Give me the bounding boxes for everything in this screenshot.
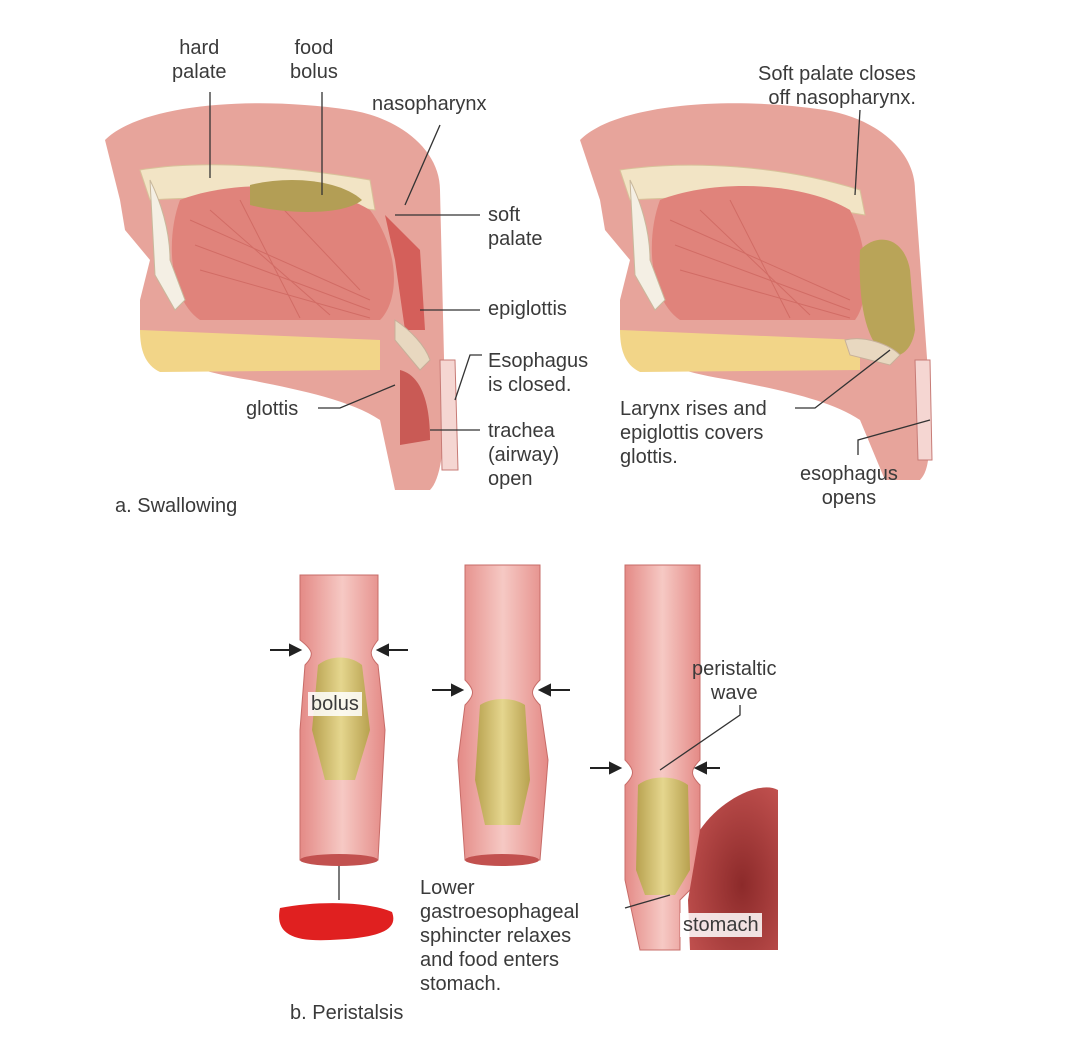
esophagus-tube-1 [299, 574, 386, 866]
label-esophagus-opens: esophagus opens [800, 463, 898, 509]
label-lower-sphincter: Lower gastroesophageal sphincter relaxes… [420, 877, 580, 995]
esophagus-tube-3 [624, 564, 778, 951]
label-larynx-rises: Larynx rises and epiglottis covers glott… [620, 398, 767, 468]
label-epiglottis: epiglottis [488, 298, 567, 320]
leader-lines [209, 92, 931, 909]
label-hard-palate: hard palate [172, 37, 227, 83]
label-soft-palate: soft palate [488, 204, 543, 250]
label-bolus: bolus [308, 692, 362, 716]
head-section-right [580, 103, 933, 480]
head-section-left [105, 103, 459, 490]
label-stomach: stomach [680, 913, 762, 937]
label-soft-palate-closes: Soft palate closes off nasopharynx. [758, 63, 916, 109]
constriction-arrows [270, 643, 720, 775]
label-trachea-open: trachea (airway) open [488, 420, 560, 490]
label-esophagus-closed: Esophagus is closed. [488, 350, 589, 396]
caption-peristalsis: b. Peristalsis [290, 1002, 404, 1024]
label-food-bolus: food bolus [290, 37, 338, 83]
caption-swallowing: a. Swallowing [115, 495, 238, 517]
esophagus-tube-2 [457, 564, 549, 866]
label-peristaltic-wave: peristaltic wave [692, 658, 777, 704]
label-nasopharynx: nasopharynx [372, 93, 487, 115]
redaction-mark [279, 903, 394, 941]
label-glottis: glottis [246, 398, 299, 420]
